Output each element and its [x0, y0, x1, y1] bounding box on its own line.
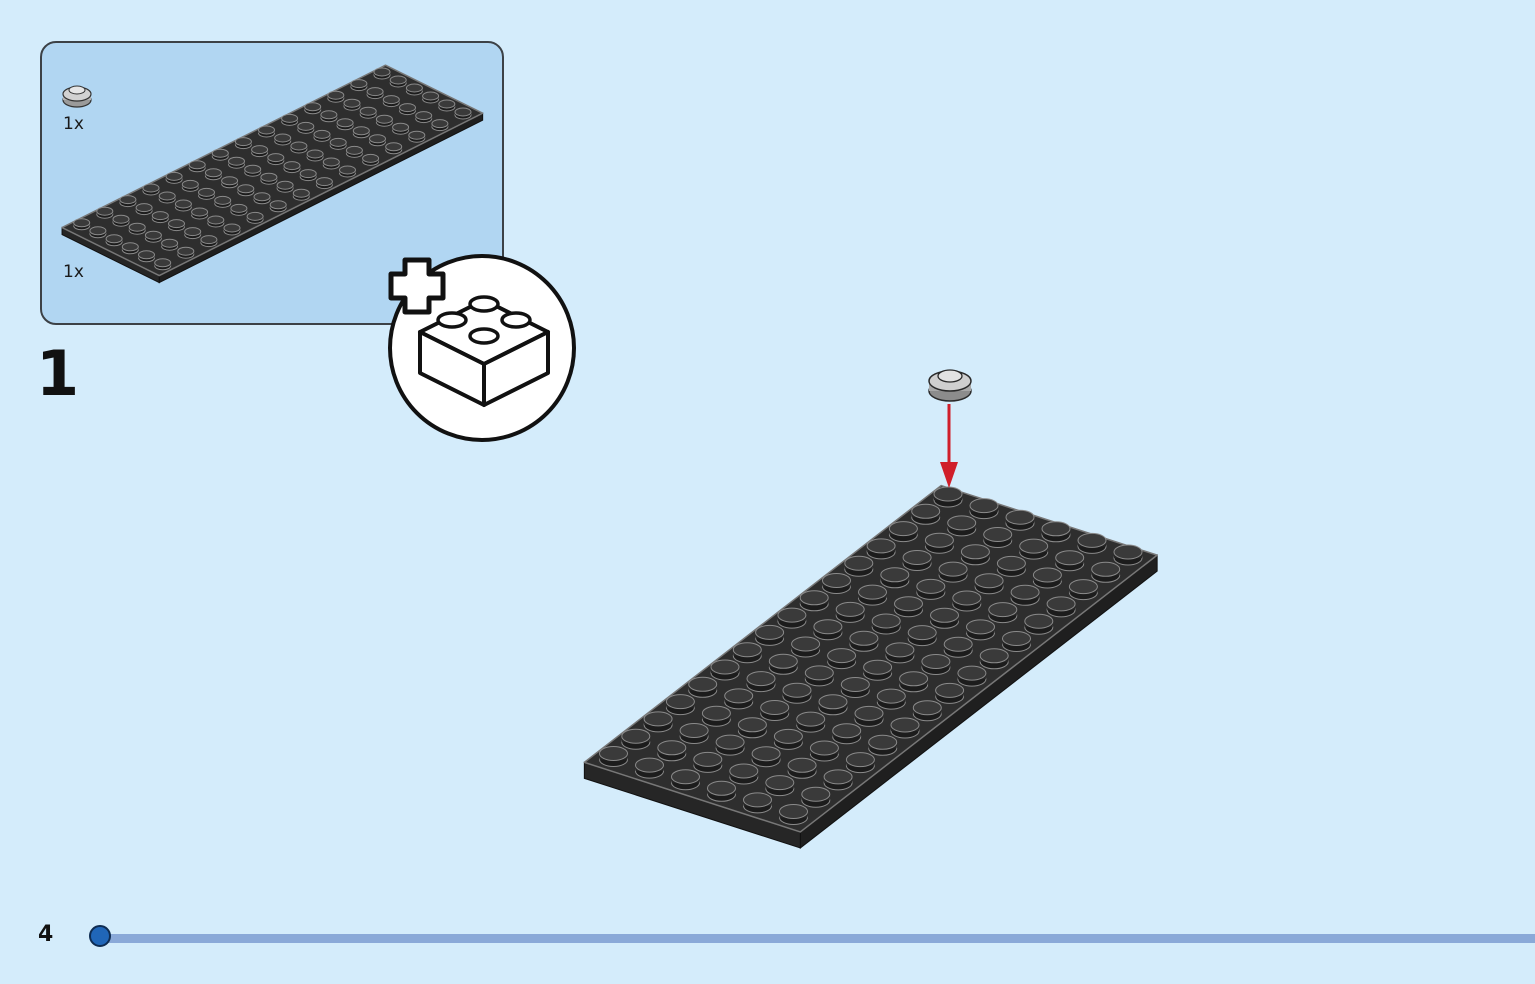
placement-arrow-icon: [940, 404, 958, 488]
progress-marker: [89, 925, 111, 947]
parts-round-plate-icon: [62, 85, 92, 108]
quantity-plate: 1x: [63, 262, 84, 282]
step-number: 1: [36, 337, 80, 410]
page-number: 4: [38, 922, 54, 947]
add-brick-icon: [388, 254, 576, 442]
placing-round-plate: [928, 369, 972, 402]
progress-bar: [102, 934, 1535, 943]
main-plate: [583, 484, 1158, 849]
parts-plate-icon: [61, 64, 484, 284]
quantity-round-plate: 1x: [63, 114, 84, 134]
